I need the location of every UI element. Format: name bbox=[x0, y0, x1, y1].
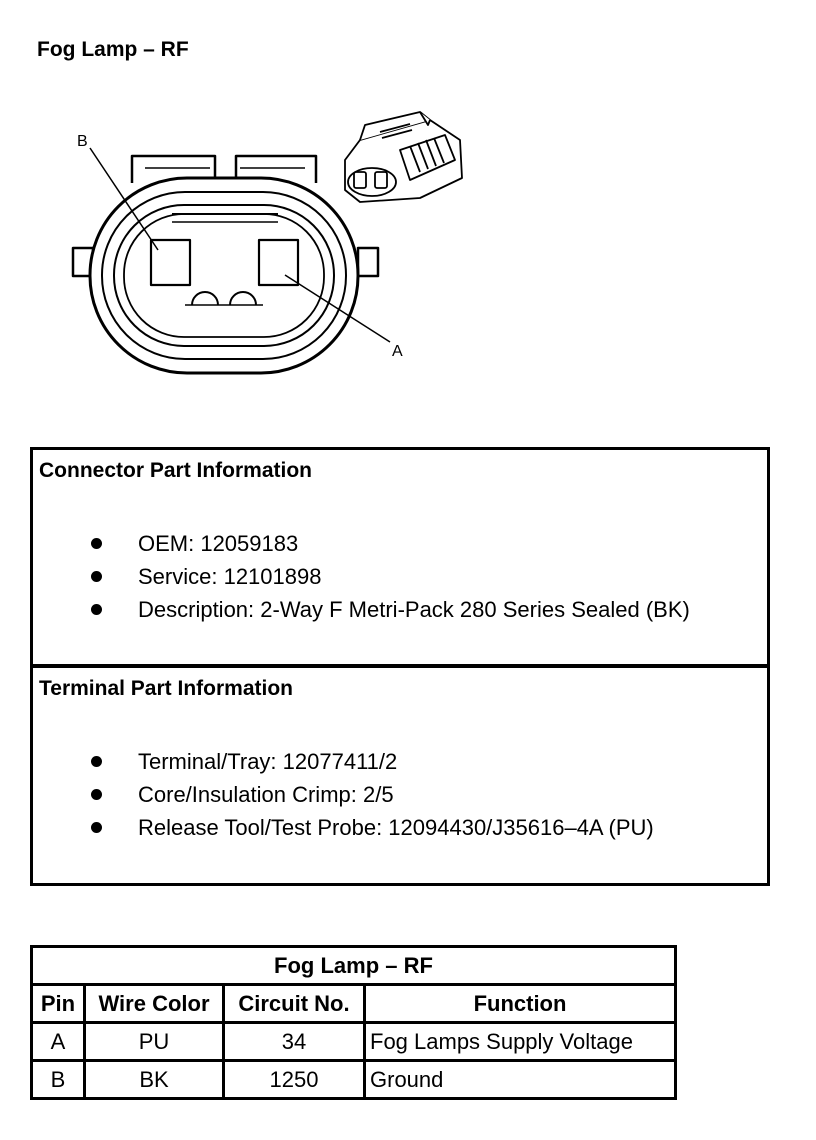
connector-body bbox=[88, 176, 360, 375]
header-pin: Pin bbox=[30, 983, 86, 1024]
pin-table: Fog Lamp – RF Pin Wire Color Circuit No.… bbox=[30, 945, 677, 1100]
leader-line-b bbox=[89, 147, 159, 251]
table-row: B BK 1250 Ground bbox=[30, 1059, 677, 1100]
table-row: A PU 34 Fog Lamps Supply Voltage bbox=[30, 1021, 677, 1062]
cell-circuit-no: 34 bbox=[222, 1021, 366, 1062]
bullet-icon bbox=[91, 756, 102, 767]
connector-info-heading: Connector Part Information bbox=[39, 459, 313, 482]
cell-function: Fog Lamps Supply Voltage bbox=[363, 1021, 677, 1062]
pin-label-a: A bbox=[392, 343, 403, 360]
connector-diagram: B A bbox=[71, 111, 463, 375]
connector-description: Description: 2-Way F Metri-Pack 280 Seri… bbox=[138, 597, 690, 622]
bullet-icon bbox=[91, 822, 102, 833]
terminal-tray: Terminal/Tray: 12077411/2 bbox=[138, 749, 398, 774]
bullet-icon bbox=[91, 604, 102, 615]
bullet-icon bbox=[91, 571, 102, 582]
header-function: Function bbox=[363, 983, 677, 1024]
connector-thumbnail bbox=[344, 111, 463, 203]
table-title-row: Fog Lamp – RF bbox=[30, 945, 677, 986]
cell-pin: B bbox=[30, 1059, 86, 1100]
side-ear-right bbox=[356, 246, 380, 278]
key-bump-left bbox=[191, 291, 219, 306]
table-header-row: Pin Wire Color Circuit No. Function bbox=[30, 983, 677, 1024]
terminal-part-info-box: Terminal Part Information Terminal/Tray:… bbox=[30, 665, 770, 886]
table-title: Fog Lamp – RF bbox=[30, 945, 677, 986]
cavity-a bbox=[257, 238, 300, 287]
page-title: Fog Lamp – RF bbox=[37, 38, 189, 61]
key-bump-right bbox=[229, 291, 257, 306]
cell-function: Ground bbox=[363, 1059, 677, 1100]
cell-wire-color: BK bbox=[83, 1059, 225, 1100]
pin-label-b: B bbox=[77, 133, 88, 150]
cell-pin: A bbox=[30, 1021, 86, 1062]
connector-part-info-box: Connector Part Information OEM: 12059183… bbox=[30, 447, 770, 667]
terminal-release-tool: Release Tool/Test Probe: 12094430/J35616… bbox=[138, 815, 654, 840]
bullet-icon bbox=[91, 789, 102, 800]
terminal-crimp: Core/Insulation Crimp: 2/5 bbox=[138, 782, 394, 807]
cell-wire-color: PU bbox=[83, 1021, 225, 1062]
header-circuit-no: Circuit No. bbox=[222, 983, 366, 1024]
cavity-b bbox=[149, 238, 192, 287]
connector-service: Service: 12101898 bbox=[138, 564, 322, 589]
latch-tab-right bbox=[234, 154, 318, 183]
cell-circuit-no: 1250 bbox=[222, 1059, 366, 1100]
connector-oem: OEM: 12059183 bbox=[138, 531, 299, 556]
latch-tab-left bbox=[130, 154, 217, 183]
bullet-icon bbox=[91, 538, 102, 549]
terminal-info-heading: Terminal Part Information bbox=[39, 677, 293, 700]
leader-line-a bbox=[284, 274, 391, 343]
header-wire-color: Wire Color bbox=[83, 983, 225, 1024]
